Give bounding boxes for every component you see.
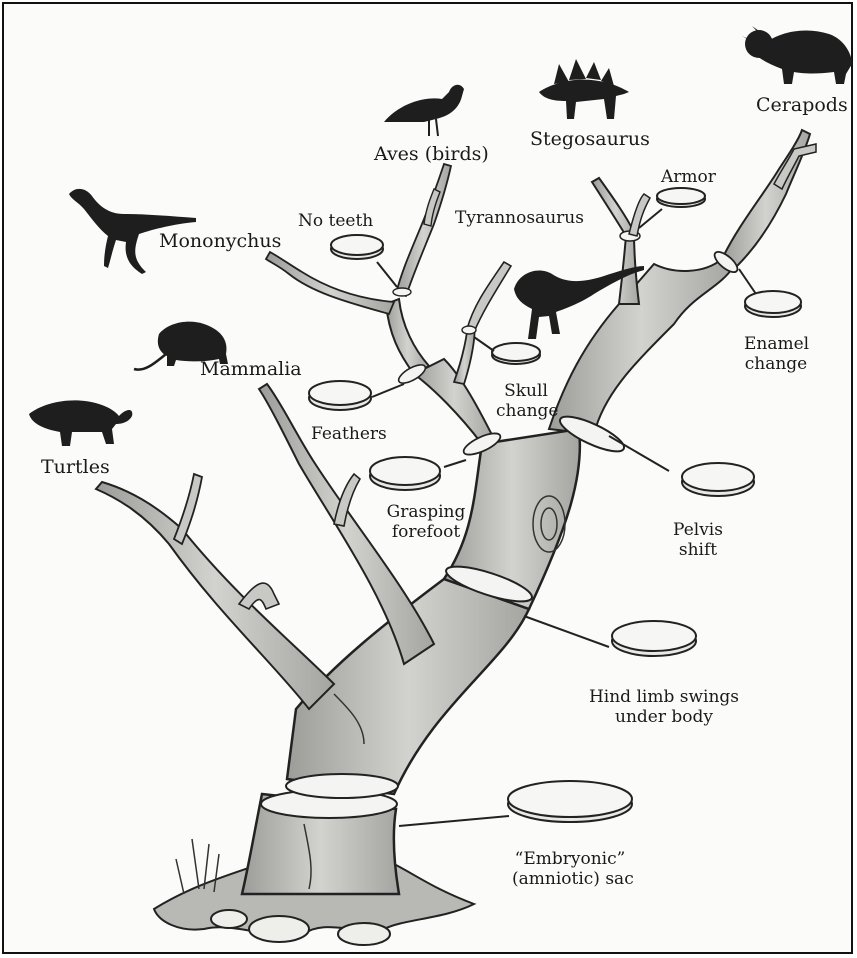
label-pelvis-line1: Pelvis [670,520,726,540]
label-grasping-forefoot: Grasping forefoot [386,502,466,542]
branch-tyrannosaurus [454,326,475,384]
label-stegosaurus: Stegosaurus [530,128,650,150]
label-aves: Aves (birds) [374,143,489,165]
label-enamel-change: Enamel change [744,334,808,374]
label-turtles: Turtles [41,456,110,478]
branch-turtles [96,482,334,709]
label-feathers: Feathers [311,424,387,444]
branch-aves [396,164,451,296]
label-embryo-line2: (amniotic) sac [512,869,628,889]
branch-maniraptora [386,299,429,374]
stegosaurus-icon [539,59,629,119]
label-amniotic-sac: “Embryonic” (amniotic) sac [512,849,628,889]
label-enamel-line1: Enamel [744,334,808,354]
label-tyrannosaurus: Tyrannosaurus [455,208,584,228]
branch-saurischia [414,359,494,444]
label-armor: Armor [661,167,716,187]
label-skull-line1: Skull [496,381,556,401]
turtle-icon [29,400,132,446]
label-grasp-line2: forefoot [386,522,466,542]
label-pelvis-shift: Pelvis shift [670,520,726,560]
label-enamel-line2: change [744,354,808,374]
label-pelvis-line2: shift [670,540,726,560]
label-embryo-line1: “Embryonic” [512,849,628,869]
label-skull-line2: change [496,401,556,421]
label-mononychus: Mononychus [159,230,281,252]
triceratops-icon [742,26,852,84]
bird-icon [384,85,464,136]
branch-mononychus [266,252,394,314]
label-mammalia: Mammalia [200,358,302,380]
label-no-teeth: No teeth [298,211,373,231]
label-grasp-line1: Grasping [386,502,466,522]
label-hind-line1: Hind limb swings [584,687,744,707]
label-cerapods: Cerapods [756,94,848,116]
label-hind-limb: Hind limb swings under body [584,687,744,727]
label-hind-line2: under body [584,707,744,727]
label-skull-change: Skull change [496,381,556,421]
